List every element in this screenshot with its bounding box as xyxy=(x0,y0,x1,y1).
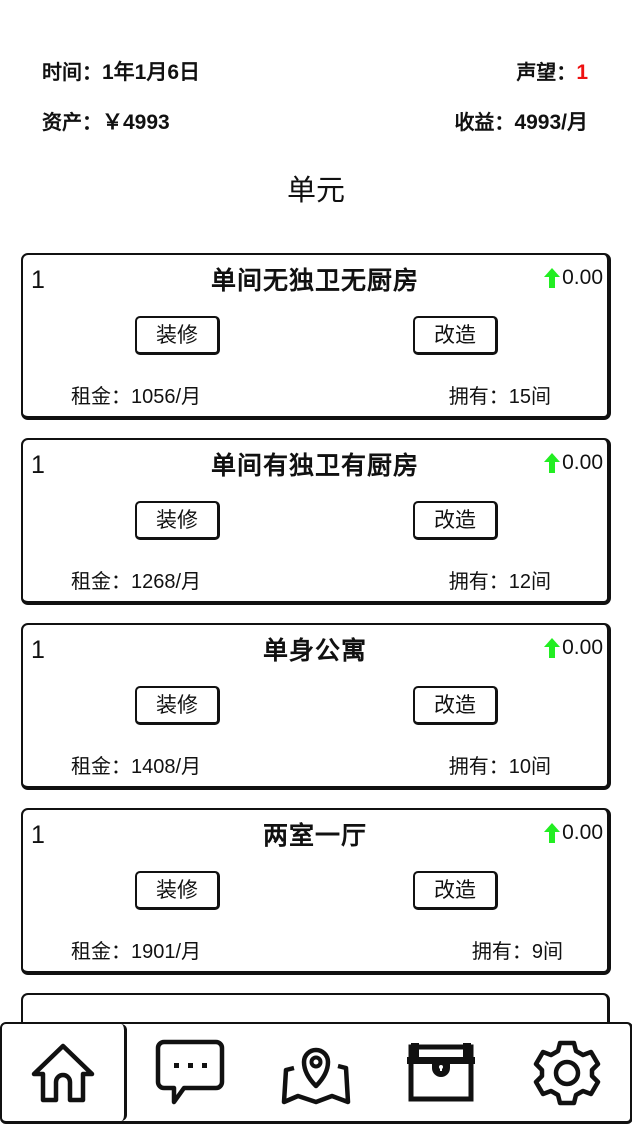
unit-level: 1 xyxy=(31,636,45,664)
owned-value: 12间 xyxy=(508,571,551,593)
rent-info: 租金：1056/月 xyxy=(71,383,201,410)
owned-info: 拥有：10间 xyxy=(449,753,551,780)
unit-name: 单间无独卫无厨房 xyxy=(210,266,419,295)
gear-icon xyxy=(533,1040,601,1105)
home-icon xyxy=(31,1043,95,1102)
trend-value: 0.00 xyxy=(562,636,603,659)
unit-name: 单身公寓 xyxy=(262,636,367,665)
remodel-button[interactable]: 改造 xyxy=(413,871,498,910)
nav-messages[interactable] xyxy=(127,1024,253,1121)
unit-trend: 0.00 xyxy=(544,265,603,291)
trend-value: 0.00 xyxy=(562,821,603,844)
assets-stat: 资产：￥4993 xyxy=(42,110,170,135)
treasure-chest-icon xyxy=(407,1042,476,1101)
unit-name: 单间有独卫有厨房 xyxy=(210,451,419,480)
nav-map[interactable] xyxy=(253,1024,379,1121)
owned-label: 拥有： xyxy=(448,754,509,778)
rent-value: 1268/月 xyxy=(131,571,202,593)
rent-label: 租金： xyxy=(71,569,131,593)
arrow-up-icon xyxy=(544,823,561,843)
rent-info: 租金：1408/月 xyxy=(71,753,201,780)
rent-value: 1901/月 xyxy=(131,941,202,963)
decorate-button[interactable]: 装修 xyxy=(135,871,220,910)
rent-label: 租金： xyxy=(71,754,131,778)
remodel-button[interactable]: 改造 xyxy=(413,686,498,725)
nav-settings[interactable] xyxy=(504,1024,630,1121)
unit-level: 1 xyxy=(31,451,45,479)
rent-info: 租金：1268/月 xyxy=(71,568,201,595)
time-stat: 时间：1年1月6日 xyxy=(42,60,200,85)
owned-label: 拥有： xyxy=(471,939,532,963)
unit-card: 1 单间有独卫有厨房 0.00 装修 改造 租金：1268/月 拥有：12间 xyxy=(21,438,611,605)
owned-label: 拥有： xyxy=(448,569,509,593)
unit-card: 1 两室一厅 0.00 装修 改造 租金：1901/月 拥有：9间 xyxy=(21,808,611,975)
trend-value: 0.00 xyxy=(562,451,603,474)
rent-label: 租金： xyxy=(71,384,131,408)
owned-info: 拥有：15间 xyxy=(449,383,551,410)
trend-value: 0.00 xyxy=(562,266,603,289)
remodel-button[interactable]: 改造 xyxy=(413,501,498,540)
fame-label: 声望： xyxy=(516,60,577,84)
decorate-button[interactable]: 装修 xyxy=(135,686,220,725)
nav-inventory[interactable] xyxy=(379,1024,505,1121)
owned-value: 9间 xyxy=(531,941,563,963)
unit-trend: 0.00 xyxy=(544,820,603,846)
arrow-up-icon xyxy=(544,268,561,288)
unit-name: 两室一厅 xyxy=(262,821,367,850)
rent-info: 租金：1901/月 xyxy=(71,938,201,965)
fame-value: 1 xyxy=(576,61,588,84)
income-label: 收益： xyxy=(454,110,515,134)
unit-trend: 0.00 xyxy=(544,450,603,476)
remodel-button[interactable]: 改造 xyxy=(413,316,498,355)
owned-label: 拥有： xyxy=(448,384,509,408)
nav-home[interactable] xyxy=(2,1024,127,1121)
unit-trend: 0.00 xyxy=(544,635,603,661)
decorate-button[interactable]: 装修 xyxy=(135,316,220,355)
bottom-nav xyxy=(0,1022,632,1124)
time-value: 1年1月6日 xyxy=(102,61,201,84)
arrow-up-icon xyxy=(544,453,561,473)
owned-value: 10间 xyxy=(508,756,551,778)
map-pin-icon xyxy=(281,1047,350,1104)
rent-value: 1056/月 xyxy=(131,386,202,408)
owned-info: 拥有：12间 xyxy=(449,568,551,595)
time-label: 时间： xyxy=(42,60,102,84)
owned-info: 拥有：9间 xyxy=(472,938,563,965)
unit-level: 1 xyxy=(31,821,45,849)
unit-card: 1 单间无独卫无厨房 0.00 装修 改造 租金：1056/月 拥有：15间 xyxy=(21,253,611,420)
income-value: 4993/月 xyxy=(514,111,588,134)
decorate-button[interactable]: 装修 xyxy=(135,501,220,540)
owned-value: 15间 xyxy=(508,386,551,408)
arrow-up-icon xyxy=(544,638,561,658)
rent-value: 1408/月 xyxy=(131,756,202,778)
chat-bubble-icon xyxy=(155,1039,225,1104)
assets-label: 资产： xyxy=(42,110,102,134)
income-stat: 收益：4993/月 xyxy=(454,110,588,135)
unit-card: 1 单身公寓 0.00 装修 改造 租金：1408/月 拥有：10间 xyxy=(21,623,611,790)
unit-level: 1 xyxy=(31,266,45,294)
fame-stat: 声望：1 xyxy=(516,60,588,85)
assets-value: ￥4993 xyxy=(102,111,170,134)
page-title: 单元 xyxy=(286,173,345,207)
rent-label: 租金： xyxy=(71,939,131,963)
